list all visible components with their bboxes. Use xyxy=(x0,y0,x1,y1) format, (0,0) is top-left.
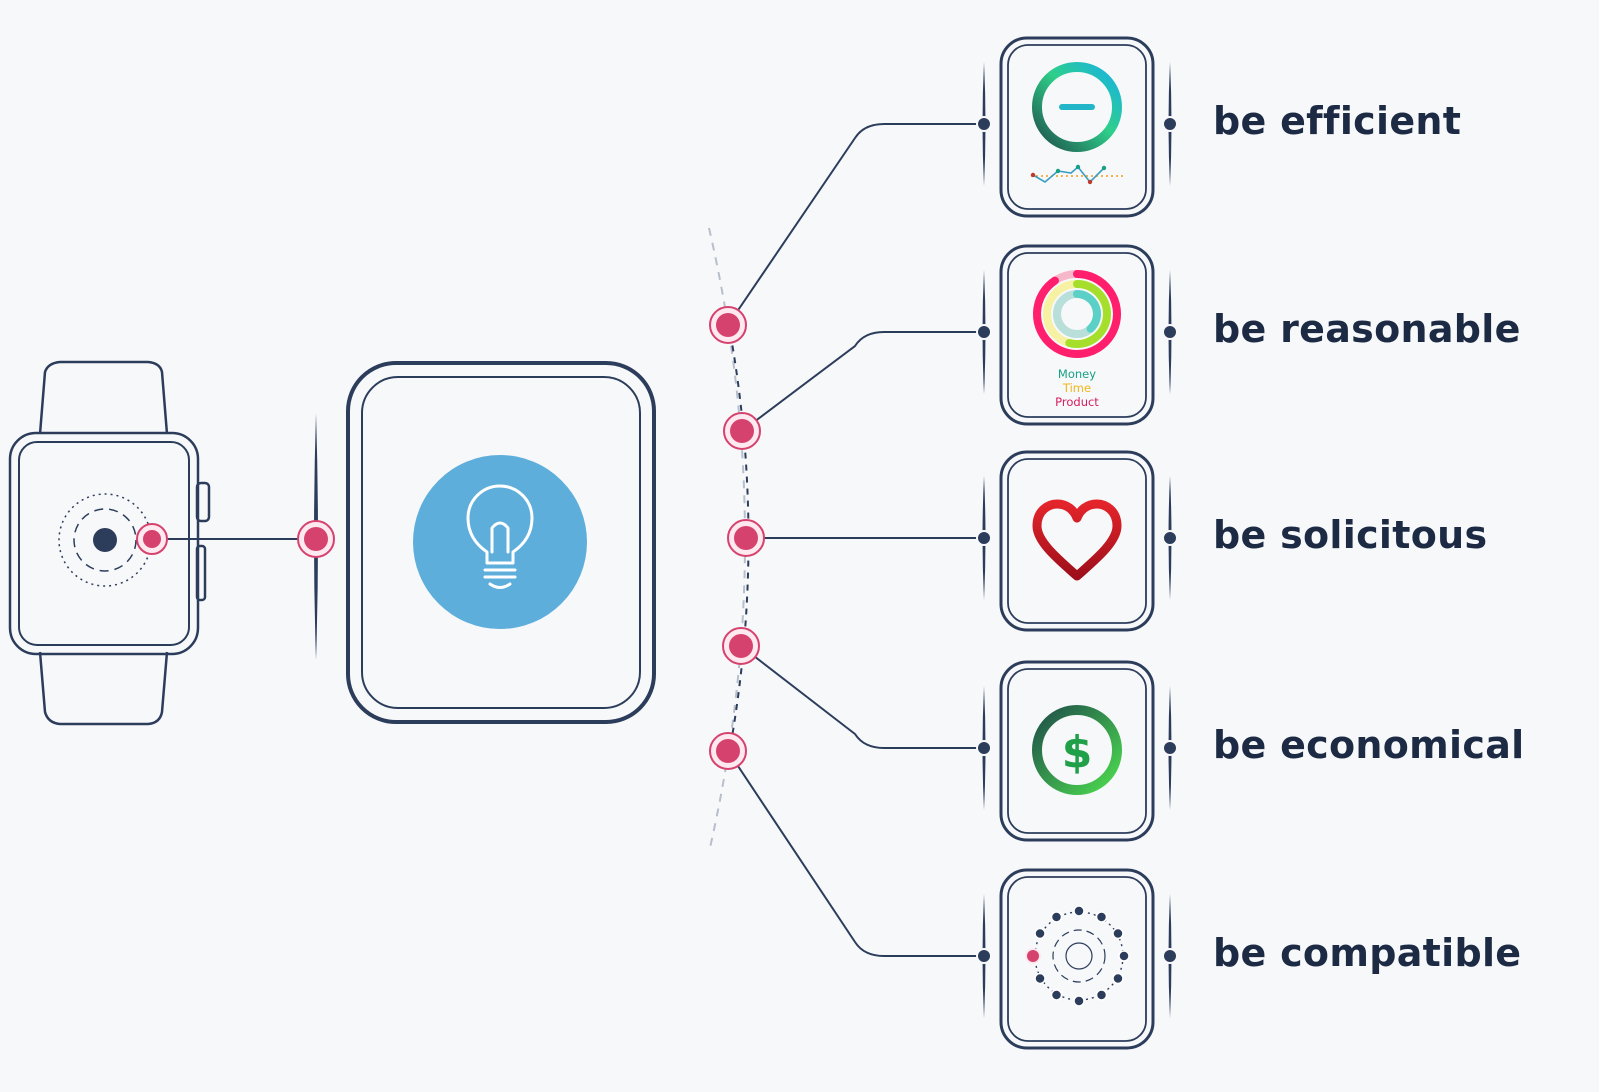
watch-screen xyxy=(18,441,190,646)
fan-node xyxy=(709,306,747,344)
port-left xyxy=(976,116,992,132)
branch-connectors xyxy=(727,123,984,957)
watch-frame-inner xyxy=(1007,44,1147,210)
watch-frame-inner xyxy=(1007,668,1147,834)
port-left xyxy=(976,740,992,756)
port-right xyxy=(1162,948,1178,964)
watch-frame-outer xyxy=(999,868,1155,1050)
watch-output-node xyxy=(136,523,168,555)
watch-frame-outer xyxy=(999,450,1155,632)
lightbulb-icon xyxy=(466,484,534,589)
watch-frame-outer xyxy=(999,660,1155,842)
watch-band-top xyxy=(38,360,169,435)
port-left xyxy=(976,948,992,964)
port-left xyxy=(976,530,992,546)
device-input-node xyxy=(297,520,335,558)
watch-band-bottom xyxy=(38,651,169,726)
port-right xyxy=(1162,116,1178,132)
watch-frame-outer xyxy=(999,36,1155,218)
watch-center-dot xyxy=(93,528,117,552)
watch-side-button xyxy=(195,544,207,602)
quality-watch xyxy=(976,36,1178,218)
port-left xyxy=(976,324,992,340)
lightbulb-badge xyxy=(413,455,587,629)
watch-illustration xyxy=(8,360,211,726)
legend-item-product: Product xyxy=(1055,395,1099,409)
quality-label: be efficient xyxy=(1213,99,1462,143)
fan-nodes xyxy=(136,306,765,770)
port-right xyxy=(1162,740,1178,756)
branch-line xyxy=(741,331,984,432)
quality-watch xyxy=(976,868,1178,1050)
watch-dashed-ring xyxy=(73,508,137,572)
central-device-inner xyxy=(361,376,641,709)
branch-line xyxy=(727,123,984,326)
quality-watch: $ xyxy=(976,660,1178,842)
activity-ring-icon xyxy=(1030,62,1123,185)
dollar-sign-icon: $ xyxy=(1062,727,1093,778)
watch-frame-inner xyxy=(1007,458,1147,624)
port-right xyxy=(1162,530,1178,546)
dollar-ring-icon: $ xyxy=(1032,705,1122,795)
branch-line xyxy=(740,645,984,749)
watch-frame-inner xyxy=(1007,876,1147,1042)
quality-label: be solicitous xyxy=(1213,513,1488,557)
port-right xyxy=(1162,324,1178,340)
branch-line xyxy=(727,750,984,957)
watch-case xyxy=(8,431,200,656)
quality-label: be reasonable xyxy=(1213,307,1521,351)
legend-item-time: Time xyxy=(1062,381,1091,395)
fan-node xyxy=(709,732,747,770)
heart-icon xyxy=(1032,499,1122,581)
quality-watch xyxy=(976,450,1178,632)
quality-label: be economical xyxy=(1213,723,1525,767)
fan-node xyxy=(727,519,765,557)
fan-node xyxy=(722,627,760,665)
watch-crown xyxy=(195,481,211,523)
connected-nodes-icon xyxy=(1025,905,1130,1007)
legend-item-money: Money xyxy=(1058,367,1096,381)
quality-label: be compatible xyxy=(1213,931,1522,975)
watch-frame-inner xyxy=(1007,252,1147,418)
fan-node xyxy=(723,412,761,450)
